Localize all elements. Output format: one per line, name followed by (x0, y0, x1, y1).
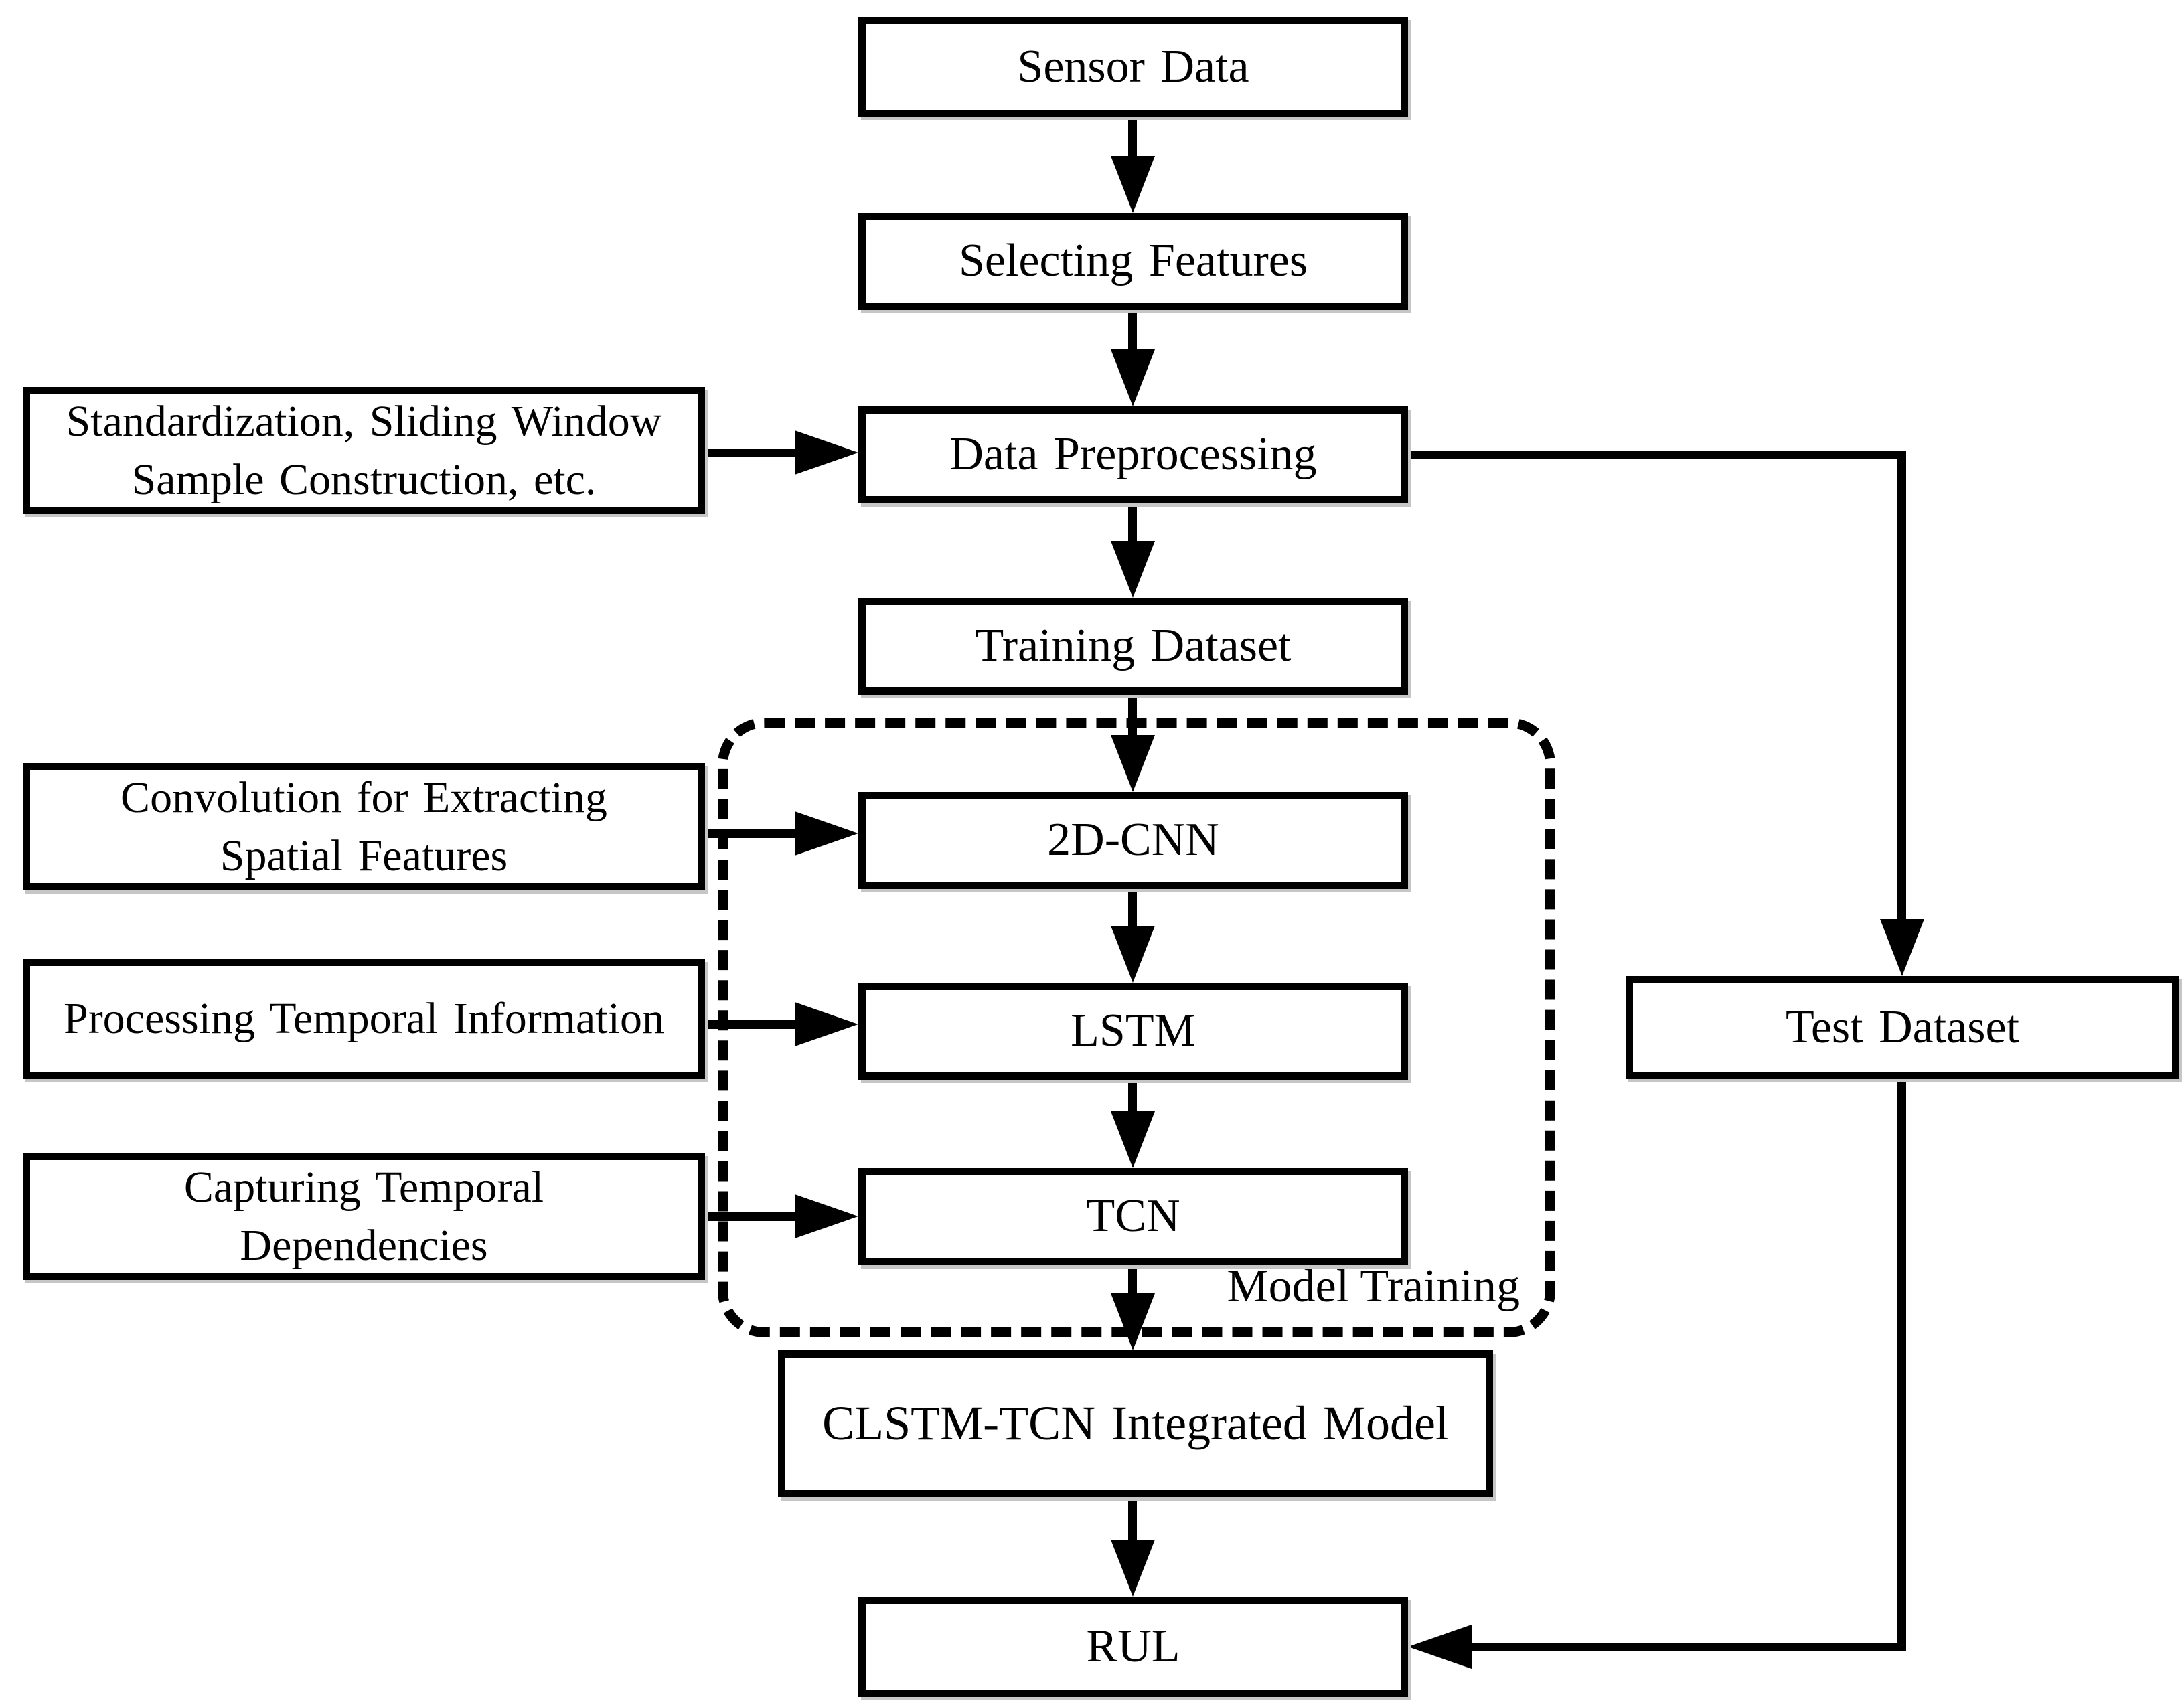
note-line: Spatial Features (220, 831, 508, 880)
arrow-down-icon (1111, 156, 1155, 213)
arrow-stem (1128, 117, 1137, 157)
node-data-preprocessing: Data Preprocessing (858, 406, 1408, 503)
arrow-stem (1128, 889, 1137, 927)
arrow-right-icon (795, 1194, 858, 1238)
node-selecting-features: Selecting Features (858, 213, 1408, 310)
node-label: RUL (1086, 1620, 1180, 1672)
note-line: Dependencies (240, 1221, 488, 1270)
arrow-down-icon (1111, 541, 1155, 598)
note-line: Capturing Temporal (183, 1162, 544, 1212)
note-line: Convolution for Extracting (121, 773, 607, 822)
node-training-dataset: Training Dataset (858, 598, 1408, 695)
arrow-stem (1128, 503, 1137, 542)
arrow-stem (705, 449, 795, 457)
model-training-group-label: Model Training (1227, 1261, 1520, 1312)
connector-horizontal-stem (1408, 451, 1906, 459)
node-label: Selecting Features (958, 235, 1308, 287)
node-label: TCN (1086, 1190, 1180, 1242)
arrow-stem (1128, 1497, 1137, 1541)
node-label: LSTM (1071, 1005, 1196, 1057)
arrow-down-icon (1111, 1540, 1155, 1597)
arrow-stem (1128, 1080, 1137, 1113)
connector-vertical-stem (1897, 451, 1906, 919)
arrow-down-icon (1111, 1111, 1155, 1168)
arrow-left-icon (1408, 1625, 1472, 1669)
note-lstm: Processing Temporal Information (23, 959, 705, 1079)
node-2d-cnn: 2D-CNN (858, 792, 1408, 889)
node-rul: RUL (858, 1597, 1408, 1697)
node-label: Test Dataset (1785, 1001, 2020, 1053)
node-tcn: TCN (858, 1168, 1408, 1265)
arrow-right-icon (795, 811, 858, 856)
note-tcn: Capturing Temporal Dependencies (23, 1153, 705, 1280)
connector-horizontal-stem (1472, 1643, 1906, 1651)
arrow-right-icon (795, 430, 858, 475)
node-label: Sensor Data (1017, 40, 1249, 92)
arrow-down-icon (1880, 919, 1924, 976)
arrow-stem (705, 1212, 795, 1221)
arrow-stem (705, 1020, 795, 1029)
arrow-stem (1128, 695, 1137, 736)
node-label: Data Preprocessing (949, 428, 1317, 481)
arrow-stem (1128, 310, 1137, 351)
node-integrated-model: CLSTM-TCN Integrated Model (778, 1350, 1493, 1497)
node-sensor-data: Sensor Data (858, 17, 1408, 117)
arrow-down-icon (1111, 1293, 1155, 1350)
note-preprocessing: Standardization, Sliding Window Sample C… (23, 387, 705, 514)
note-line: Processing Temporal Information (64, 994, 664, 1044)
node-label: 2D-CNN (1047, 814, 1219, 866)
node-label: Training Dataset (975, 620, 1292, 672)
connector-vertical-stem (1897, 1079, 1906, 1651)
arrow-right-icon (795, 1002, 858, 1046)
arrow-stem (705, 829, 795, 838)
node-lstm: LSTM (858, 983, 1408, 1080)
arrow-down-icon (1111, 735, 1155, 792)
note-cnn: Convolution for Extracting Spatial Featu… (23, 763, 705, 890)
node-test-dataset: Test Dataset (1626, 976, 2179, 1079)
note-line: Sample Construction, etc. (131, 455, 597, 504)
arrow-stem (1128, 1265, 1137, 1295)
note-line: Standardization, Sliding Window (66, 396, 662, 446)
arrow-down-icon (1111, 349, 1155, 406)
arrow-down-icon (1111, 926, 1155, 983)
node-label: CLSTM-TCN Integrated Model (822, 1396, 1449, 1451)
